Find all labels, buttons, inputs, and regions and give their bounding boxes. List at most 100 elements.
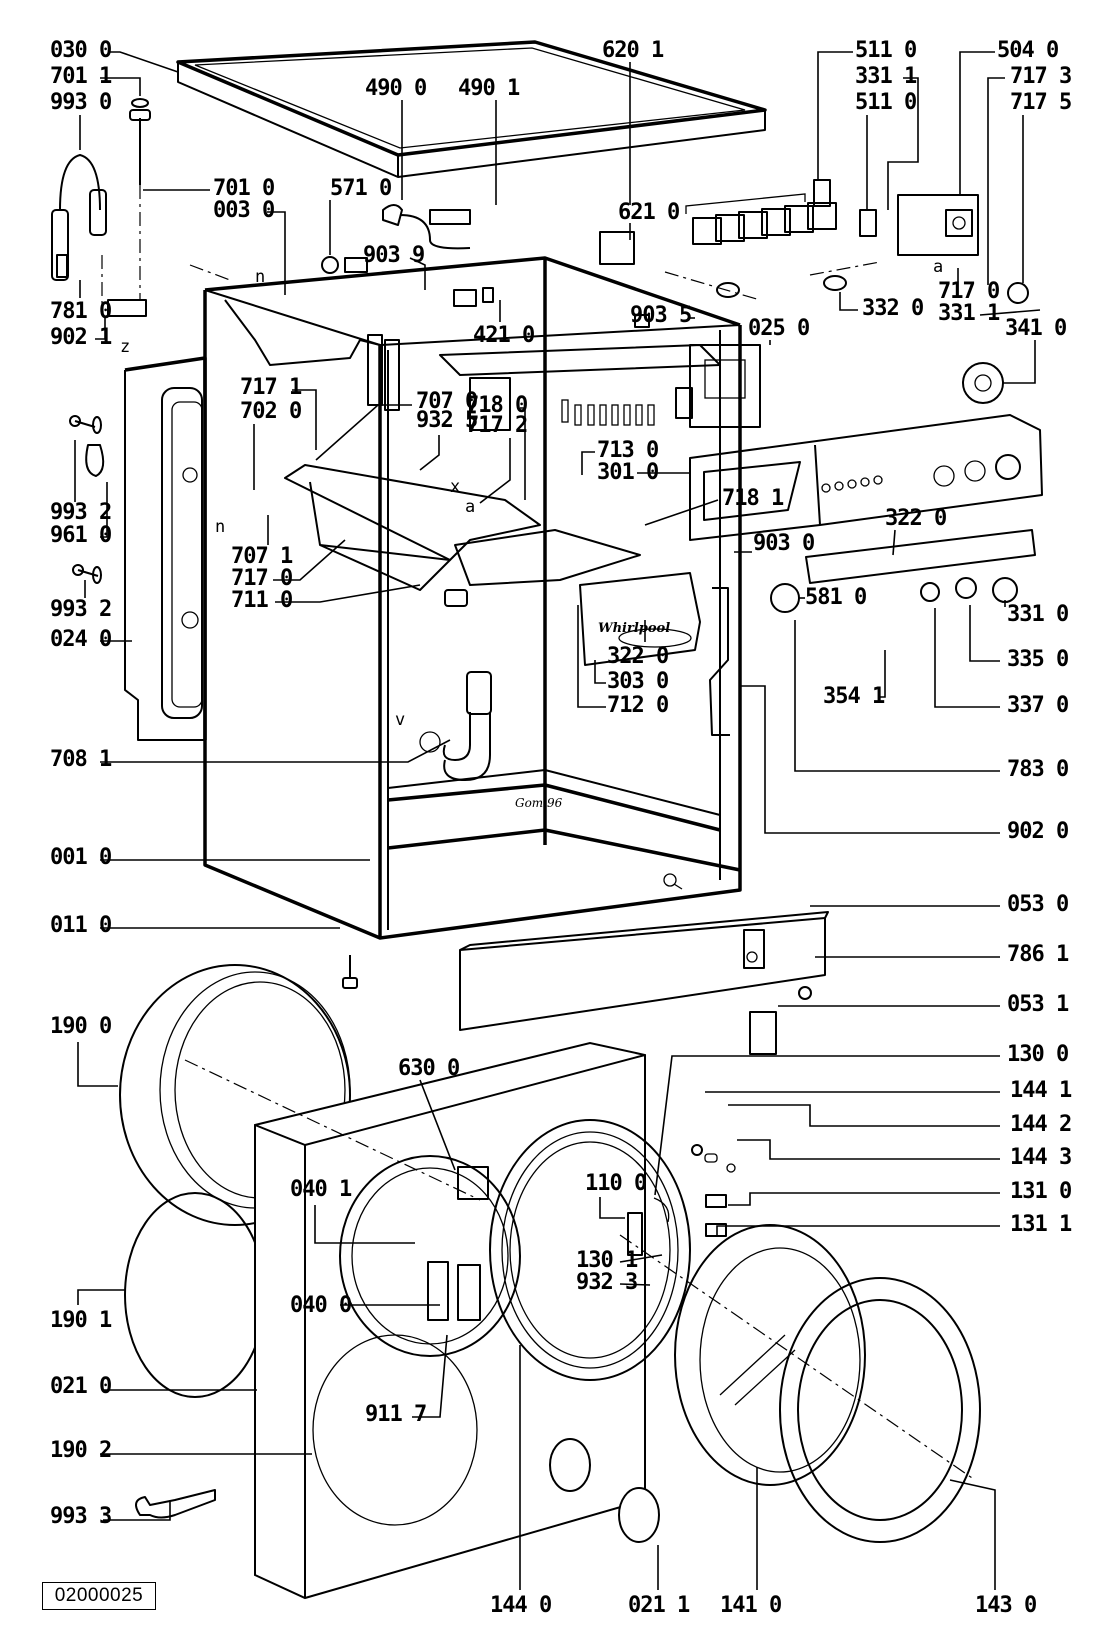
door-glass-shape <box>618 1224 981 1543</box>
leader-line-717-3 <box>987 77 1005 285</box>
part-label-pin: 130 1 <box>576 1248 638 1273</box>
part-label-pin: 144 1 <box>1010 1078 1072 1103</box>
part-label-door-ring: 143 0 <box>975 1593 1036 1618</box>
part-label-detergent-drawer: 712 0 <box>607 693 668 718</box>
leader-line-708-1 <box>100 739 451 763</box>
part-label-hinge-plate: 131 1 <box>1010 1212 1072 1237</box>
leader-line-337-0 <box>934 608 1000 708</box>
leader-line-341-0 <box>1003 340 1036 384</box>
part-label-switch-block: 620 1 <box>602 38 664 63</box>
leader-line-630-0 <box>419 1079 456 1171</box>
leader-line-130-0 <box>654 1055 1000 1196</box>
part-label-strap: 040 0 <box>290 1293 351 1318</box>
part-label-clamp: 717 2 <box>466 413 527 438</box>
part-label-panel-strip: 322 0 <box>885 506 946 531</box>
leader-line-504-0 <box>959 51 995 195</box>
leader-line-190-0 <box>77 1042 118 1087</box>
part-label-hinge-plate: 131 0 <box>1010 1179 1071 1204</box>
part-label-flap: 053 1 <box>1007 992 1069 1017</box>
part-label-fastener: 331 1 <box>938 301 1000 326</box>
leader-line-932-3 <box>619 1283 651 1286</box>
part-label-washer: 144 3 <box>1010 1145 1071 1170</box>
part-label-switch: 621 0 <box>618 200 679 225</box>
part-label-clip: 903 5 <box>630 303 691 328</box>
part-label-plug: 786 1 <box>1007 942 1069 967</box>
part-label-guide: 718 1 <box>722 486 784 511</box>
part-label-connector: 702 0 <box>240 399 301 424</box>
part-label-rear-panel: 003 0 <box>213 198 274 223</box>
bellows-hose-shape: Gom.96 <box>419 671 563 810</box>
part-label-door-seal: 190 0 <box>50 1014 111 1039</box>
part-label-hinge: 130 0 <box>1007 1042 1068 1067</box>
leader-line-932-5 <box>419 435 440 471</box>
part-label-drawer-front: 303 0 <box>607 669 668 694</box>
leader-line-130-1 <box>619 1254 663 1263</box>
leader-line-993-3 <box>103 1500 171 1521</box>
part-label-pressure-switch: 581 0 <box>805 585 866 610</box>
part-label-foot: 011 0 <box>50 913 111 938</box>
part-label-transport-brace: 993 0 <box>50 90 111 115</box>
leader-line-030-0 <box>108 51 179 73</box>
leader-line-717-0-b <box>273 539 346 581</box>
leader-line-711-0 <box>275 584 421 603</box>
part-label-cable: 354 1 <box>823 684 885 709</box>
leader-line-335-0 <box>969 605 1000 662</box>
marker-v: v <box>395 710 405 730</box>
part-label-clip: 903 9 <box>363 243 424 268</box>
part-label-spring: 781 0 <box>50 299 111 324</box>
part-label-gasket: 961 0 <box>50 523 111 548</box>
part-label-filter: 490 1 <box>458 76 520 101</box>
leader-line-144-2 <box>728 1104 1000 1127</box>
parts-artwork: Whirlpool Gom.96 <box>51 40 1043 1600</box>
part-label-door-frame: 144 0 <box>490 1593 551 1618</box>
part-label-bracket: 718 0 <box>466 393 527 418</box>
part-label-drawer-label: 322 0 <box>607 644 668 669</box>
part-label-strap: 040 1 <box>290 1177 352 1202</box>
part-label-power-cord: 490 0 <box>365 76 426 101</box>
part-label-knob: 331 0 <box>1007 602 1068 627</box>
part-label-control-panel: 301 0 <box>597 460 658 485</box>
dispenser-housing-shape <box>284 464 541 607</box>
marker-a: a <box>933 257 942 277</box>
leader-line-511-0-a <box>817 51 853 180</box>
leader-line-961-0 <box>100 482 108 538</box>
part-label-siphon: 713 0 <box>597 438 658 463</box>
leader-line-131-0 <box>728 1192 1000 1206</box>
part-label-door-glass: 141 0 <box>720 1593 781 1618</box>
control-area-shapes <box>439 179 1043 736</box>
part-label-holder: 902 0 <box>1007 819 1068 844</box>
leader-line-303-0 <box>594 660 606 684</box>
part-label-knob: 337 0 <box>1007 693 1068 718</box>
part-label-cap: 701 1 <box>50 64 112 89</box>
top-cover-shape <box>176 40 767 178</box>
part-label-bellows-hose: 708 1 <box>50 747 112 772</box>
part-label-spring: 144 2 <box>1010 1112 1071 1137</box>
part-label-lamp: 511 0 <box>855 38 916 63</box>
part-label-ring: 190 2 <box>50 1438 111 1463</box>
leader-line-322-0-a <box>892 529 896 556</box>
door-frame-shape <box>489 1119 736 1381</box>
part-label-bracket: 717 3 <box>1010 64 1071 89</box>
leader-lines <box>74 51 1041 1590</box>
leader-line-713-0 <box>581 451 595 475</box>
part-label-inlet-valve: 571 0 <box>330 176 391 201</box>
plinth-shape <box>342 911 829 1055</box>
stamp-text: Gom.96 <box>515 796 563 810</box>
leader-line-902-0 <box>740 685 1000 834</box>
leader-line-718-0 <box>520 407 526 500</box>
leader-line-003-0 <box>267 211 286 295</box>
leader-line-354-1 <box>880 650 886 698</box>
leader-line-903-9 <box>409 257 426 290</box>
leader-line-902-1 <box>95 316 106 340</box>
brand-logo-text: Whirlpool <box>598 621 670 636</box>
part-label-top-cover: 030 0 <box>50 38 111 63</box>
part-label-knob-fastener: 331 1 <box>855 64 917 89</box>
drawing-number-box: 02000025 <box>42 1582 156 1610</box>
leader-line-717-1 <box>292 389 317 450</box>
leader-line-331-1-a <box>887 77 919 210</box>
part-label-timer-bracket: 717 0 <box>938 279 999 304</box>
leader-line-783-0 <box>794 620 1000 772</box>
leader-line-701-1 <box>100 77 141 96</box>
